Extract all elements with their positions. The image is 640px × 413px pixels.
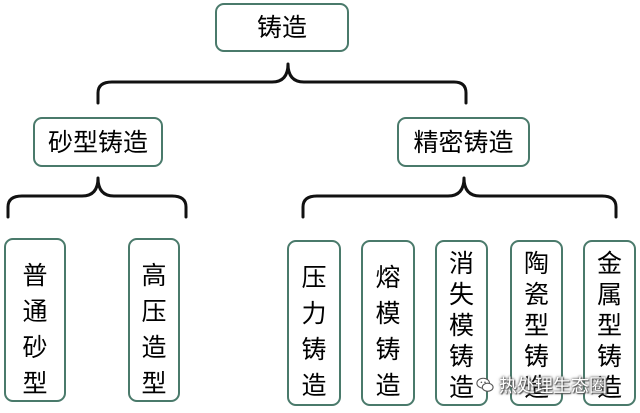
precision-brace (301, 176, 618, 219)
metal-mold-casting-node: 金属型铸造 (583, 240, 636, 406)
precision-casting-node: 精密铸造 (397, 117, 530, 167)
pressure-casting-label: 压力铸造 (301, 263, 327, 400)
ceramic-mold-casting-node: 陶瓷型铸造 (510, 240, 563, 406)
root-node-label: 铸造 (256, 13, 307, 42)
sand-casting-label: 砂型铸造 (47, 127, 148, 157)
watermark: 热处理生态圈 (476, 372, 607, 398)
pressure-casting-node: 压力铸造 (287, 240, 341, 406)
wechat-chat-icon (476, 377, 494, 392)
watermark-text: 热处理生态圈 (499, 376, 607, 397)
high-pressure-molding-label: 高压造型 (141, 261, 167, 398)
precision-casting-label: 精密铸造 (413, 127, 514, 157)
ceramic-mold-casting-label: 陶瓷型铸造 (523, 249, 549, 402)
lost-foam-casting-label: 消失模铸造 (448, 249, 474, 402)
root-node: 铸造 (215, 3, 349, 52)
sand-brace (6, 176, 188, 219)
investment-casting-node: 熔模铸造 (361, 240, 415, 406)
lost-foam-casting-node: 消失模铸造 (435, 240, 488, 406)
metal-mold-casting-label: 金属型铸造 (596, 249, 622, 402)
ordinary-sand-label: 普通砂型 (22, 261, 48, 398)
root-brace (96, 62, 468, 105)
ordinary-sand-node: 普通砂型 (4, 238, 66, 402)
high-pressure-molding-node: 高压造型 (128, 238, 180, 402)
sand-casting-node: 砂型铸造 (33, 117, 163, 167)
investment-casting-label: 熔模铸造 (375, 263, 401, 400)
